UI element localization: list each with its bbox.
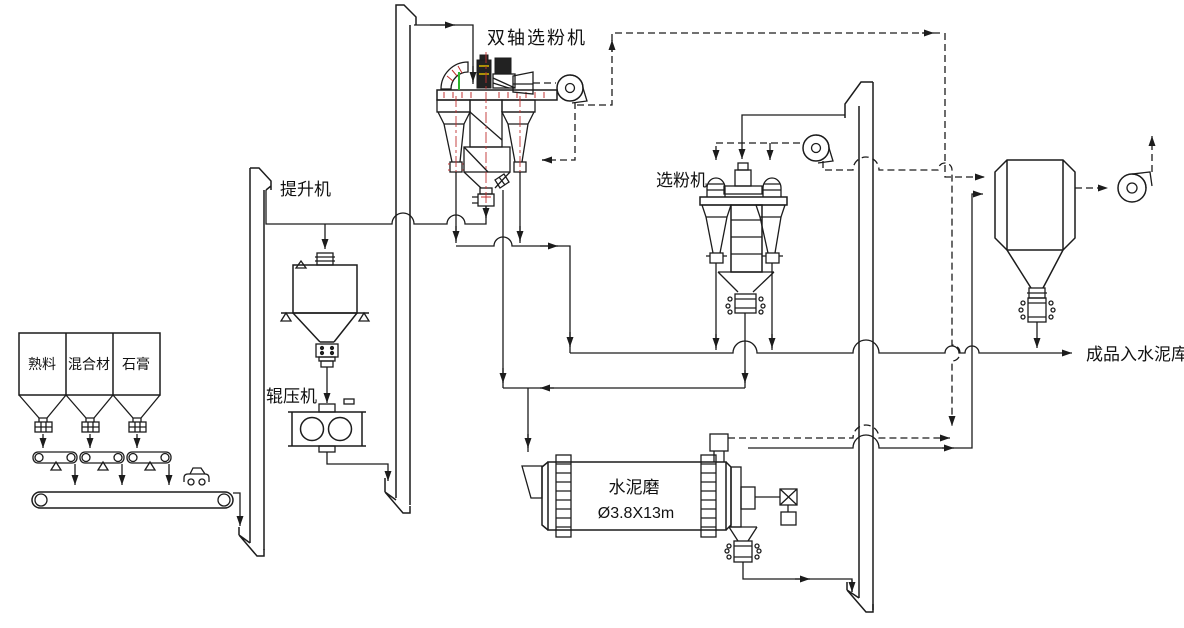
product-out-label: 成品入水泥库 — [1086, 345, 1184, 364]
car-icon — [183, 467, 210, 486]
fan-2-icon — [802, 134, 834, 164]
mill-spec-label: Ø3.8X13m — [598, 505, 674, 522]
cement-mill: 水泥磨 Ø3.8X13m — [521, 433, 798, 563]
roller-press: 辊压机 — [266, 387, 392, 481]
silo-feeder-gates — [34, 421, 147, 433]
mill-discharge-line — [742, 562, 853, 592]
classifier-label: 选粉机 — [656, 171, 707, 190]
bucket-elevator-2 — [384, 4, 417, 514]
silo-label-mixture: 混合材 — [68, 356, 110, 372]
feed-header-line — [265, 190, 487, 225]
fan-1-icon — [556, 74, 588, 104]
dual-shaft-separator-label: 双轴选粉机 — [487, 28, 587, 48]
feed-silos: 熟料 混合材 石膏 — [18, 332, 161, 448]
cement-mill-label: 水泥磨 — [609, 478, 660, 497]
silo-label-gypsum: 石膏 — [122, 356, 150, 372]
weigh-hopper — [279, 252, 371, 403]
silo-label-clinker: 熟料 — [28, 356, 56, 372]
main-belt-conveyor — [31, 491, 244, 526]
bucket-elevator-3 — [844, 81, 874, 613]
classifier-feed-line — [738, 114, 845, 159]
weigh-belt-feeders — [32, 451, 173, 485]
fines-header-line — [456, 236, 571, 353]
separator-feed-line — [414, 24, 474, 84]
dust-collector — [994, 159, 1076, 348]
dual-shaft-separator: 双轴选粉机 — [436, 28, 587, 210]
air-duct-lines — [533, 29, 1156, 442]
roller-press-label: 辊压机 — [266, 387, 317, 406]
bucket-elevator-1: 提升机 — [238, 167, 331, 557]
elevator-label: 提升机 — [280, 180, 331, 199]
product-line — [570, 339, 1072, 357]
mill-vent-line — [748, 190, 983, 449]
classifier: 选粉机 — [656, 162, 788, 315]
mill-return-header — [503, 387, 745, 452]
fan-3-icon — [1117, 171, 1153, 203]
